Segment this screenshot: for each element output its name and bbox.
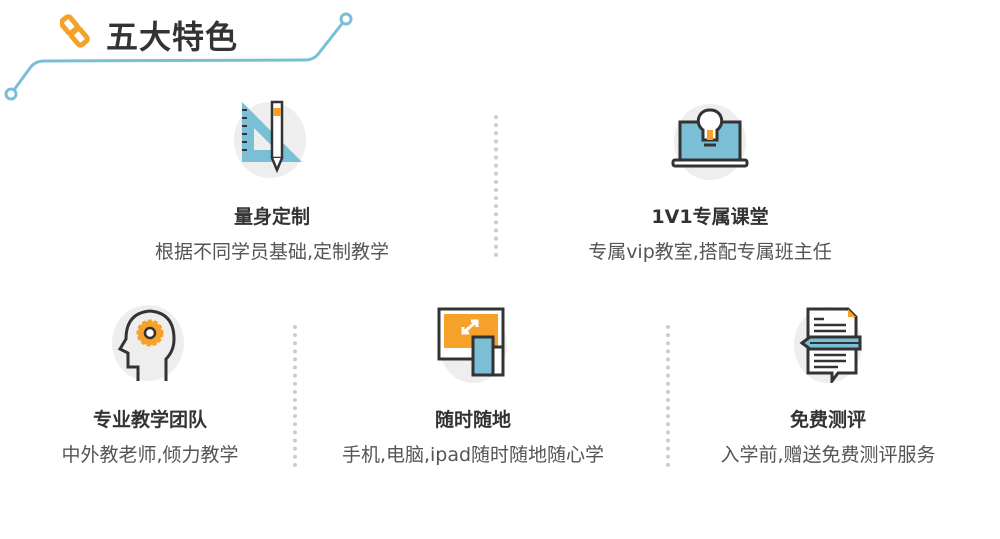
document-pen-icon bbox=[794, 307, 862, 383]
devices-icon bbox=[437, 307, 507, 383]
feature-desc: 中外教老师,倾力教学 bbox=[61, 444, 239, 466]
feature-title: 量身定制 bbox=[233, 206, 310, 228]
feature-desc: 手机,电脑,ipad随时随地随心学 bbox=[341, 444, 605, 466]
feature-item: 随时随地 手机,电脑,ipad随时随地随心学 bbox=[323, 303, 623, 467]
divider bbox=[494, 115, 502, 257]
header-decor-line bbox=[4, 12, 353, 101]
feature-desc: 专属vip教室,搭配专属班主任 bbox=[588, 241, 832, 263]
feature-title: 专业教学团队 bbox=[92, 409, 207, 431]
divider bbox=[293, 325, 301, 467]
feature-desc: 入学前,赠送免费测评服务 bbox=[720, 444, 936, 466]
feature-title: 1V1专属课堂 bbox=[651, 206, 769, 228]
feature-title: 免费测评 bbox=[789, 409, 866, 431]
divider bbox=[666, 325, 674, 467]
feature-item: 专业教学团队 中外教老师,倾力教学 bbox=[0, 303, 300, 467]
page-title: 五大特色 bbox=[106, 18, 239, 56]
head-gear-icon bbox=[112, 305, 184, 381]
feature-desc: 根据不同学员基础,定制教学 bbox=[154, 241, 390, 263]
feature-item: 量身定制 根据不同学员基础,定制教学 bbox=[122, 100, 422, 264]
feature-title: 随时随地 bbox=[434, 409, 511, 431]
ruler-pencil-icon bbox=[234, 100, 306, 178]
feature-item: 免费测评 入学前,赠送免费测评服务 bbox=[678, 303, 978, 467]
feature-item: 1V1专属课堂 专属vip教室,搭配专属班主任 bbox=[560, 100, 860, 264]
chain-link-icon bbox=[60, 14, 90, 48]
laptop-lightbulb-icon bbox=[671, 104, 749, 180]
